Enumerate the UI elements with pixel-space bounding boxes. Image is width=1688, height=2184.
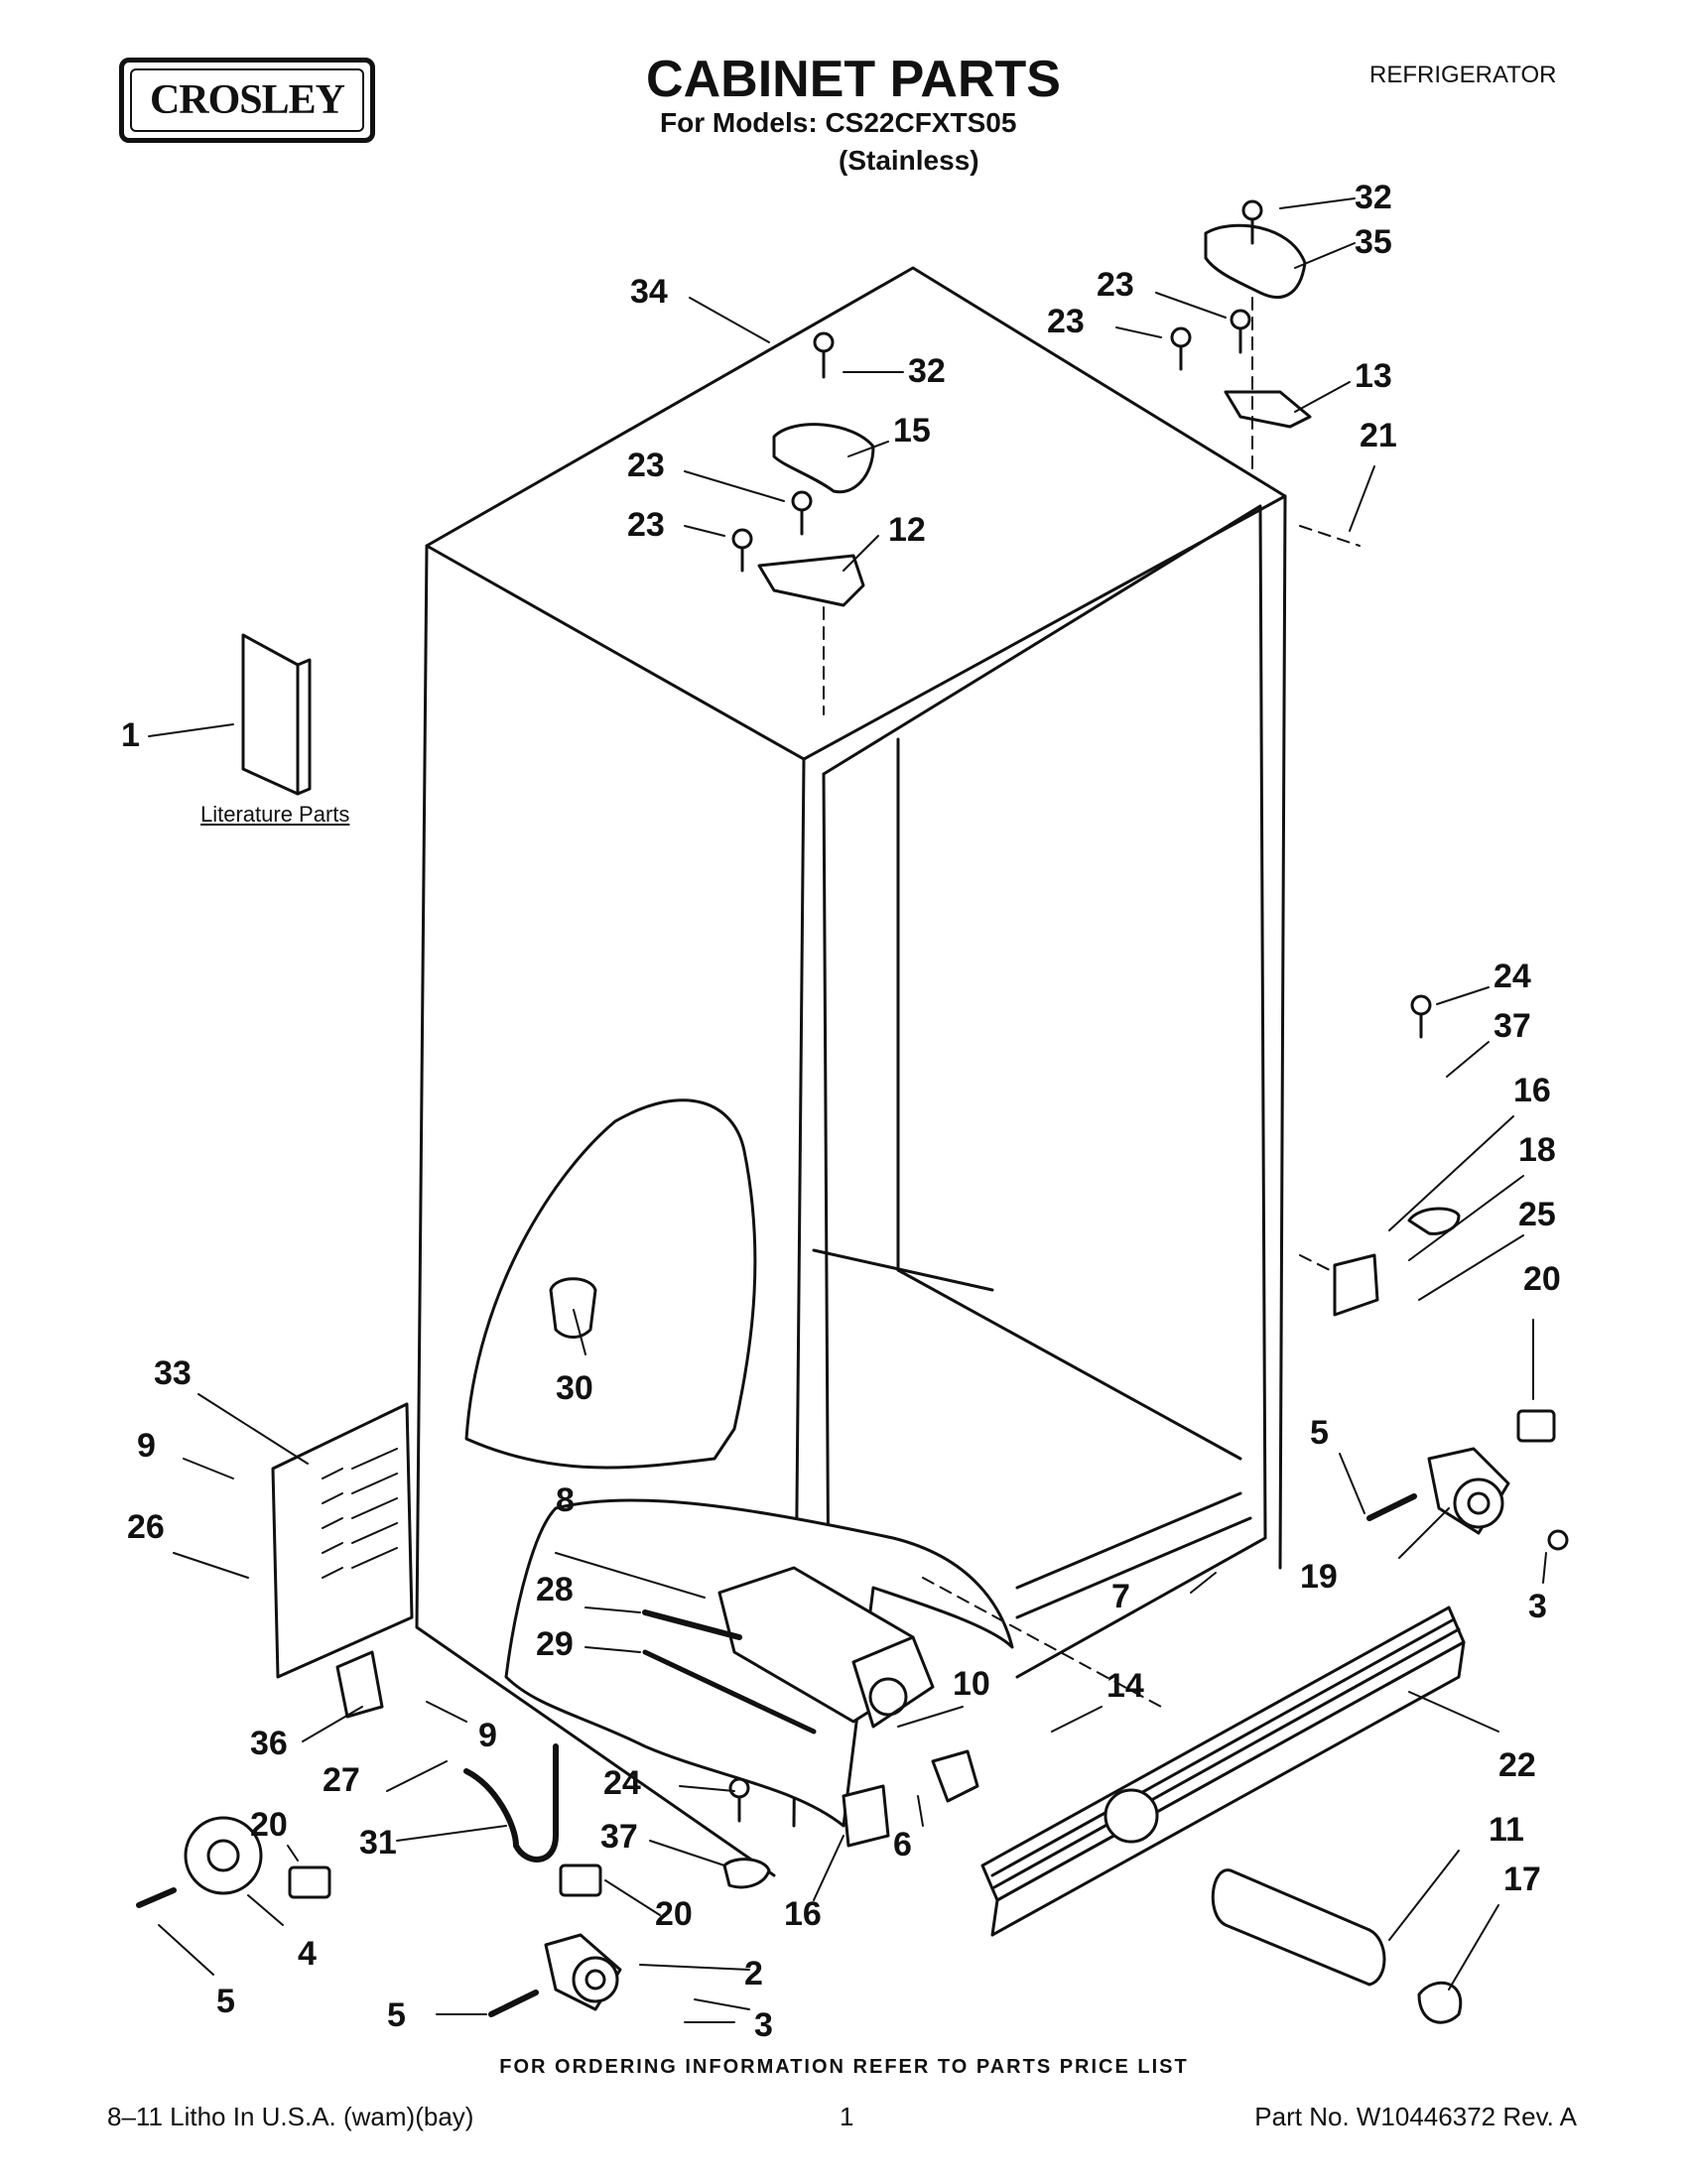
hinge-bracket-16 (842, 1784, 890, 1848)
callout-21: 21 (1360, 417, 1397, 454)
pin-center (488, 1990, 539, 2017)
stop-block (1407, 1207, 1461, 1235)
roller-right (1427, 1447, 1510, 1535)
vent-slots (322, 1448, 398, 1579)
callout-28: 28 (536, 1571, 574, 1608)
callout-32b: 32 (908, 352, 946, 390)
callout-26: 26 (127, 1508, 165, 1546)
callout-20a: 20 (1523, 1260, 1561, 1298)
callout-29: 29 (536, 1625, 574, 1663)
pin-right (1366, 1493, 1417, 1521)
litho-info: 8–11 Litho In U.S.A. (wam)(bay) (107, 2102, 474, 2131)
hinge-cover-left (772, 423, 875, 494)
pad-center (559, 1863, 602, 1897)
product-category: REFRIGERATOR (1369, 62, 1557, 88)
callout-23a: 23 (1097, 266, 1134, 304)
door-hinge-bracket (1333, 1253, 1379, 1317)
pad-right (1516, 1409, 1556, 1443)
hinge-plate-left (757, 554, 865, 607)
pin-left (136, 1887, 177, 1908)
dash-lines (823, 297, 1361, 1708)
tube-28 (642, 1609, 742, 1640)
callout-36: 36 (250, 1725, 288, 1762)
tube-29 (642, 1649, 817, 1734)
roller-center (544, 1933, 622, 2011)
callout-11: 11 (1489, 1811, 1524, 1849)
callout-2: 2 (744, 1955, 763, 1992)
callout-12: 12 (888, 511, 926, 549)
pad-left (288, 1865, 331, 1899)
cabinet-body (415, 266, 1287, 1877)
callout-22: 22 (1498, 1746, 1536, 1784)
callout-23c: 23 (627, 447, 665, 484)
callout-9b: 9 (478, 1717, 497, 1754)
callout-23b: 23 (1047, 303, 1085, 340)
callout-20c: 20 (655, 1895, 693, 1933)
filter-housing (717, 1566, 935, 1729)
cabinet-cutout-upper (464, 1098, 757, 1470)
page-number: 1 (840, 2102, 854, 2131)
callout-3a: 3 (1528, 1588, 1547, 1625)
brand-logo-text: CROSLEY (149, 77, 345, 123)
callout-8: 8 (556, 1481, 575, 1519)
water-filter (1211, 1868, 1463, 2024)
toe-grille (980, 1606, 1466, 1937)
callout-9a: 9 (137, 1427, 156, 1465)
part-number: Part No. W10446372 Rev. A (1254, 2102, 1577, 2131)
callout-17: 17 (1503, 1861, 1541, 1898)
literature-parts-label: Literature Parts (200, 802, 350, 827)
clip-6 (931, 1749, 979, 1803)
callout-37a: 37 (1493, 1007, 1531, 1045)
callout-33: 33 (154, 1354, 192, 1392)
callout-35: 35 (1355, 223, 1392, 261)
callout-7: 7 (1111, 1578, 1130, 1615)
callout-5b: 5 (216, 1983, 235, 2020)
callout-30: 30 (556, 1369, 593, 1407)
callout-3b: 3 (754, 2006, 773, 2044)
callout-37b: 37 (600, 1818, 638, 1856)
callout-20b: 20 (250, 1806, 288, 1844)
callout-27: 27 (323, 1761, 360, 1799)
callout-24b: 24 (603, 1764, 641, 1802)
callout-18: 18 (1518, 1131, 1556, 1169)
callout-31: 31 (359, 1824, 397, 1862)
model-variant: (Stainless) (839, 145, 979, 176)
drain-cup (549, 1277, 597, 1339)
models-line: For Models: CS22CFXTS05 (660, 107, 1017, 138)
callout-13: 13 (1355, 357, 1392, 395)
screw-group (728, 199, 1569, 1823)
callout-24a: 24 (1493, 958, 1531, 995)
callout-5a: 5 (1310, 1414, 1329, 1452)
callout-5c: 5 (387, 1996, 406, 2034)
callout-10: 10 (953, 1665, 990, 1703)
callout-14: 14 (1106, 1667, 1144, 1705)
hinge-cover-right (1204, 223, 1307, 299)
roller-left (184, 1816, 263, 1895)
callout-4: 4 (298, 1935, 317, 1973)
callout-6: 6 (893, 1826, 912, 1863)
callout-leaders (148, 197, 1547, 2023)
water-tube (463, 1743, 559, 1863)
access-panel (271, 1402, 414, 1679)
callout-34: 34 (630, 273, 668, 311)
callout-16a: 16 (1513, 1072, 1551, 1109)
callout-32a: 32 (1355, 179, 1392, 216)
brand-logo: CROSLEY (119, 58, 375, 143)
callout-16b: 16 (784, 1895, 822, 1933)
ordering-note: FOR ORDERING INFORMATION REFER TO PARTS … (499, 2056, 1189, 2078)
callout-23d: 23 (627, 506, 665, 544)
callout-25: 25 (1518, 1196, 1556, 1233)
hinge-plate-right (1224, 390, 1312, 429)
callout-labels: 1 2 3 3 4 5 5 5 6 7 8 9 9 10 11 12 13 14… (121, 179, 1561, 2044)
hinge-bracket-left (335, 1650, 384, 1719)
literature-book (241, 633, 312, 796)
callout-19: 19 (1300, 1558, 1338, 1596)
callout-1: 1 (121, 716, 140, 754)
page-title: CABINET PARTS (646, 51, 1061, 108)
callout-15: 15 (893, 412, 931, 450)
clamp-37 (722, 1858, 771, 1889)
